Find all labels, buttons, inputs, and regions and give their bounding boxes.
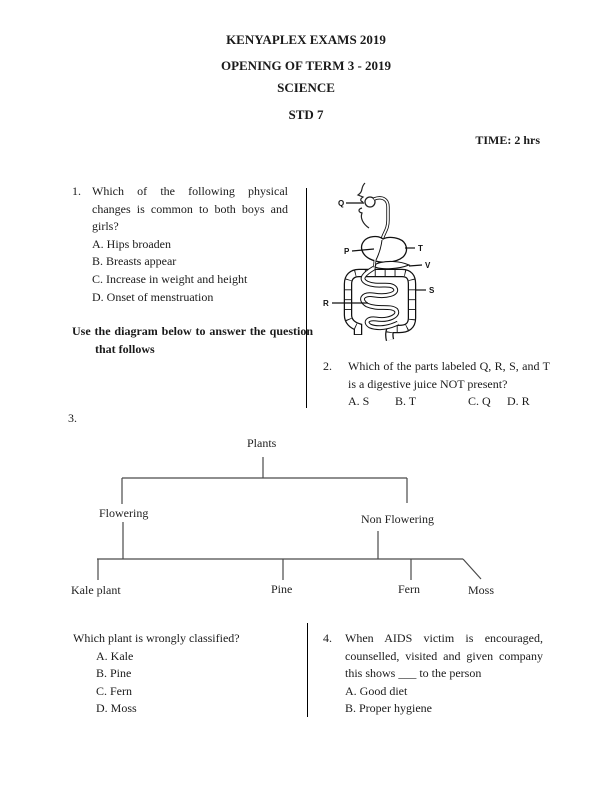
diagram-label-q: Q — [338, 199, 344, 208]
question-4-text: When AIDS victim is encouraged, counsell… — [345, 631, 543, 681]
tree-leaf-kale-plant: Kale plant — [71, 583, 121, 597]
exam-grade: STD 7 — [288, 107, 324, 122]
pancreas — [374, 260, 411, 270]
diagram-label-p: P — [344, 247, 350, 256]
exam-term: OPENING OF TERM 3 - 2019 — [220, 58, 392, 73]
column-divider-bottom — [307, 623, 308, 717]
tree-leaf-fern: Fern — [398, 582, 420, 596]
question-4-option-b: B. Proper hygiene — [345, 701, 432, 716]
question-3-block: Which plant is wrongly classified? A. Ka… — [73, 630, 240, 718]
tree-node-flowering: Flowering — [99, 506, 149, 520]
instruction-note: Use the diagram below to answer the ques… — [72, 324, 313, 356]
chin-outline — [358, 207, 370, 229]
tree-node-non-flowering: Non Flowering — [361, 512, 434, 526]
question-1-option-b: B. Breasts appear — [92, 254, 177, 269]
question-1-number: 1. — [72, 184, 81, 198]
question-2-option-c: C. Q — [468, 394, 491, 409]
question-3-text: Which plant is wrongly classified? — [73, 631, 240, 645]
salivary-gland — [364, 196, 376, 208]
question-3-number: 3. — [68, 411, 77, 425]
question-1-option-d: D. Onset of menstruation — [92, 289, 214, 304]
esophagus-outline — [373, 196, 390, 241]
question-2-option-b: B. T — [395, 394, 417, 409]
stomach-inner-line — [375, 239, 383, 261]
question-3-option-d: D. Moss — [96, 701, 137, 716]
digestive-system-diagram: Q P T V S R — [323, 182, 435, 342]
column-divider-top — [306, 188, 307, 408]
question-2-number: 2. — [323, 359, 332, 373]
diagram-label-v: V — [425, 261, 431, 270]
tree-leaf-moss: Moss — [468, 583, 495, 597]
question-2: 2. Which of the parts labeled Q, R, S, a… — [323, 358, 550, 411]
diagram-label-t: T — [418, 244, 423, 253]
tree-node-plants: Plants — [247, 436, 277, 450]
exam-title: KENYAPLEX EXAMS 2019 — [226, 32, 386, 47]
diagram-label-r: R — [323, 299, 329, 308]
question-1-option-a: A. Hips broaden — [92, 236, 171, 251]
question-3-option-a: A. Kale — [96, 648, 134, 663]
question-2-options-row: A. S B. T C. Q D. R — [348, 393, 550, 411]
label-line-p — [351, 248, 375, 252]
question-1-option-c: C. Increase in weight and height — [92, 271, 248, 286]
exam-time: TIME: 2 hrs — [475, 133, 540, 147]
exam-subject: SCIENCE — [277, 80, 335, 95]
question-2-option-a: A. S — [348, 394, 370, 409]
question-2-text: Which of the parts labeled Q, R, S, and … — [348, 359, 550, 391]
question-4: 4. When AIDS victim is encouraged, couns… — [323, 630, 543, 718]
esophagus-lumen — [373, 197, 389, 241]
small-intestine-lumen — [361, 266, 399, 330]
question-1-text: Which of the following physical changes … — [92, 184, 288, 234]
question-4-option-a: A. Good diet — [345, 683, 408, 698]
question-1: 1. Which of the following physical chang… — [72, 183, 288, 306]
diagram-label-s: S — [429, 286, 435, 295]
question-4-number: 4. — [323, 631, 332, 645]
question-2-option-d: D. R — [507, 394, 530, 409]
tree-leaf-pine: Pine — [271, 582, 293, 596]
classification-tree — [97, 457, 482, 580]
large-intestine-lumen — [345, 270, 415, 341]
question-3-option-b: B. Pine — [96, 666, 132, 681]
question-3-option-c: C. Fern — [96, 683, 132, 698]
tree-line-to-moss — [462, 558, 482, 580]
face-profile — [356, 182, 366, 203]
label-line-v — [408, 264, 423, 267]
